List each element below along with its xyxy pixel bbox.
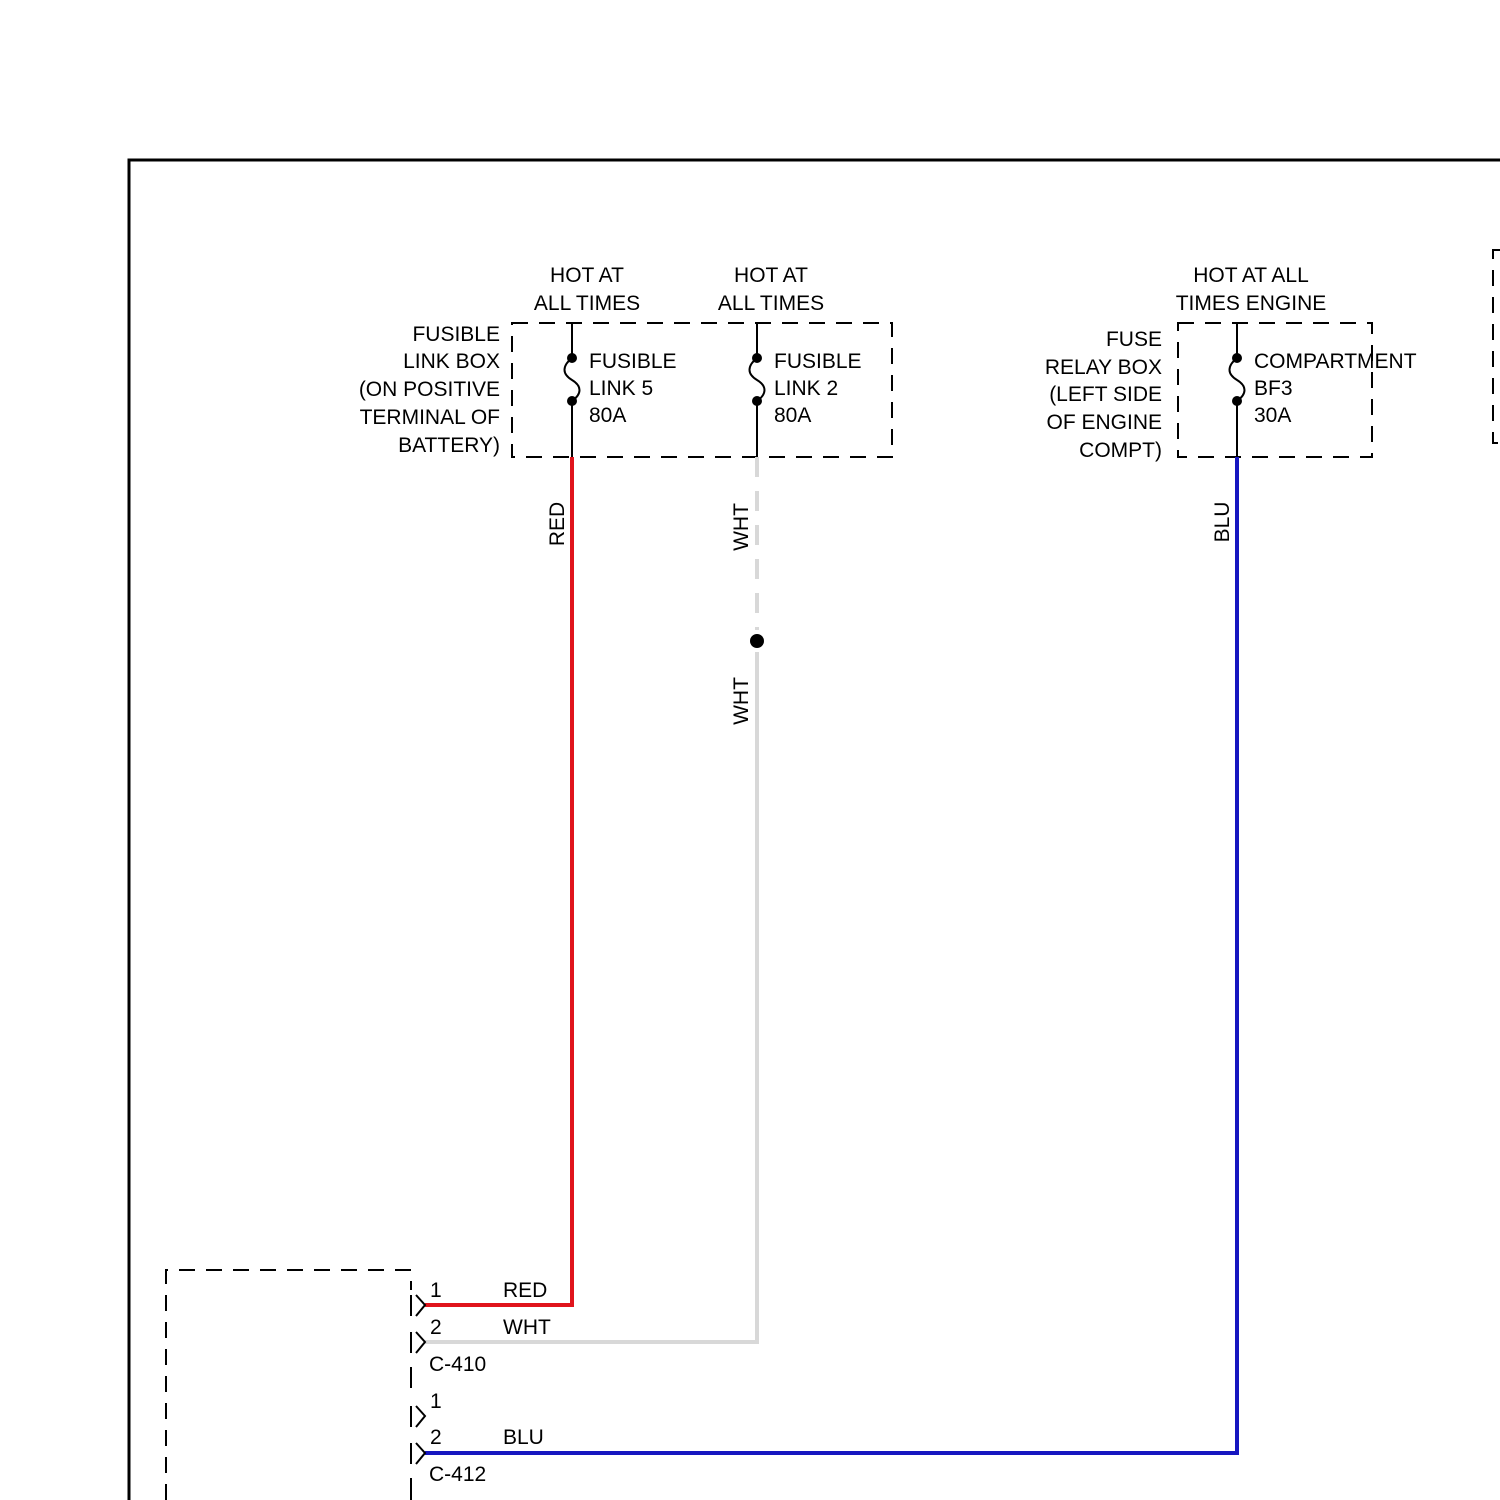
connector-name: C-410 (429, 1353, 486, 1376)
wire-red-label: RED (546, 502, 569, 546)
fuse-element-icon (750, 358, 765, 401)
fusible-link-box-label-line: (ON POSITIVE (359, 378, 500, 401)
wire-blue-label: BLU (1211, 502, 1234, 543)
connector-pin-number: 2 (430, 1426, 442, 1449)
fusible-link-box-label-line: BATTERY) (398, 434, 500, 457)
fuse-relay-box-label-line: (LEFT SIDE (1049, 383, 1162, 406)
connector-c410: 1 RED 2 WHT C-410 (411, 1279, 551, 1376)
adjacent-component-box (1493, 250, 1500, 443)
fuse-element-icon (1230, 358, 1245, 401)
connector-pin-number: 2 (430, 1316, 442, 1339)
fuse-bf3-rating: 30A (1254, 404, 1291, 427)
fusible-link-2-label: LINK 2 (774, 377, 838, 400)
wire-white (425, 652, 757, 1342)
fusible-link-box-label-line: TERMINAL OF (360, 406, 500, 429)
connector-c412: 1 2 BLU C-412 (411, 1390, 544, 1486)
fusible-link-box-label-line: FUSIBLE (412, 323, 500, 346)
connector-pin-icon (416, 1406, 425, 1427)
fusible-link-5-label: FUSIBLE (589, 350, 677, 373)
connector-pin-icon (416, 1295, 425, 1316)
connector-pin-icon (416, 1443, 425, 1464)
hot-at-all-times-label: TIMES ENGINE (1176, 292, 1327, 315)
fusible-link-box-label: FUSIBLE LINK BOX (ON POSITIVE TERMINAL O… (359, 323, 500, 457)
fusible-link-2-rating: 80A (774, 404, 811, 427)
wire-white-label: WHT (730, 677, 753, 725)
connector-pin-icon (416, 1332, 425, 1353)
hot-at-all-times-label: HOT AT ALL (1193, 264, 1309, 287)
fuse-relay-box-label-line: RELAY BOX (1045, 356, 1162, 379)
fusible-link-box-label-line: LINK BOX (403, 350, 500, 373)
fuse-bf3-label: BF3 (1254, 377, 1293, 400)
fuse-bf3-label: COMPARTMENT (1254, 350, 1417, 373)
fusible-link-2: HOT AT ALL TIMES FUSIBLE LINK 2 80A (718, 264, 862, 457)
hot-at-all-times-label: ALL TIMES (718, 292, 824, 315)
connector-component-box (166, 1270, 411, 1500)
connector-pin-number: 1 (430, 1279, 442, 1302)
fuse-element-icon (565, 358, 580, 401)
fuse-relay-box-label-line: FUSE (1106, 328, 1162, 351)
fuse-relay-box-label: FUSE RELAY BOX (LEFT SIDE OF ENGINE COMP… (1045, 328, 1162, 462)
fusible-link-5-rating: 80A (589, 404, 626, 427)
fuse-relay-box-label-line: OF ENGINE (1046, 411, 1162, 434)
connector-pin-wire-color: RED (503, 1279, 547, 1302)
wire-red (425, 457, 572, 1305)
fuse-bf3: HOT AT ALL TIMES ENGINE COMPARTMENT BF3 … (1176, 264, 1417, 457)
wire-white-label: WHT (730, 503, 753, 551)
splice-point (750, 634, 764, 648)
connector-pin-wire-color: WHT (503, 1316, 551, 1339)
connector-pin-number: 1 (430, 1390, 442, 1413)
connector-pin-wire-color: BLU (503, 1426, 544, 1449)
fusible-link-5-label: LINK 5 (589, 377, 653, 400)
hot-at-all-times-label: HOT AT (550, 264, 624, 287)
connector-name: C-412 (429, 1463, 486, 1486)
fusible-link-2-label: FUSIBLE (774, 350, 862, 373)
hot-at-all-times-label: ALL TIMES (534, 292, 640, 315)
fuse-relay-box-label-line: COMPT) (1079, 439, 1162, 462)
hot-at-all-times-label: HOT AT (734, 264, 808, 287)
fusible-link-5: HOT AT ALL TIMES FUSIBLE LINK 5 80A (534, 264, 677, 457)
